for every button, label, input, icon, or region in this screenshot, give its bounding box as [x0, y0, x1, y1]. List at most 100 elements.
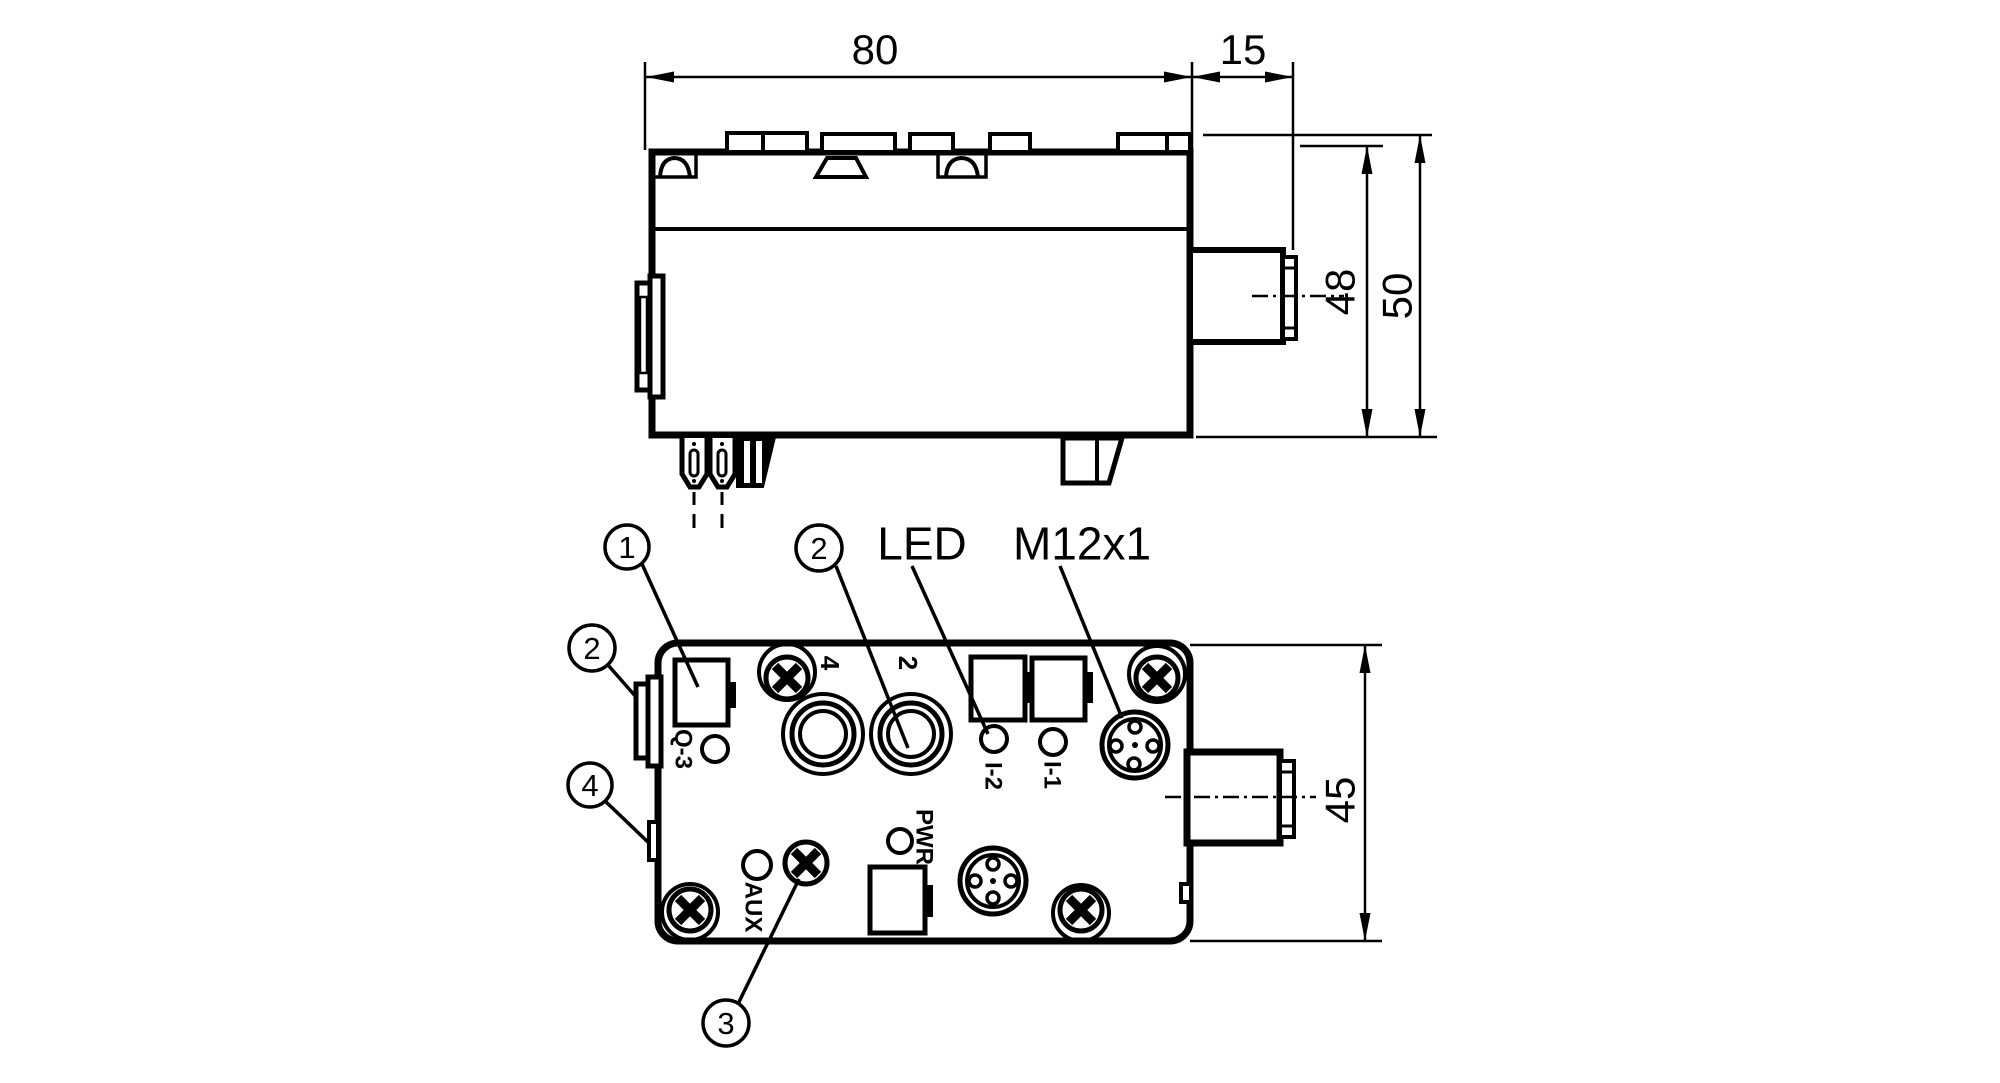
top-tab — [1165, 132, 1192, 154]
callout-1-number: 1 — [618, 530, 635, 565]
m12-side-body — [1187, 247, 1286, 345]
led-q3 — [700, 734, 730, 764]
top-tab — [820, 132, 897, 154]
side-view-top-tabs — [725, 131, 1192, 154]
callout-4-number: 4 — [581, 768, 598, 803]
top-tab — [725, 131, 765, 154]
callout-2-left-number: 2 — [583, 631, 600, 666]
port-pwr-square — [867, 864, 928, 936]
m12-socket-bottom — [957, 845, 1029, 917]
leader-callout-1 — [640, 563, 700, 688]
port-latch — [1025, 672, 1033, 703]
screw-top-right — [1133, 654, 1181, 702]
pin-dot — [720, 479, 724, 483]
plug-slot — [756, 441, 762, 483]
screw-pocket — [1051, 883, 1111, 943]
top-tab — [988, 132, 1032, 154]
leader-callout-3 — [736, 878, 801, 1005]
callout-1-circle — [603, 523, 651, 571]
dim-body-width: 80 — [852, 26, 899, 73]
label-socket-4: 4 — [815, 656, 845, 671]
edge-notch — [1179, 882, 1193, 904]
side-view-body — [648, 148, 1194, 439]
plug-pin — [679, 438, 710, 490]
plug-slot — [744, 441, 750, 483]
port-q3-square — [672, 657, 731, 728]
screw-pockets — [660, 642, 1187, 943]
leader-callout-4 — [602, 798, 652, 846]
side-view-band-details — [650, 150, 988, 179]
led-aux — [741, 849, 773, 881]
port-labels: Q-3 I-2 I-1 PWR AUX 4 2 — [670, 656, 1066, 933]
dim-connector-length: 15 — [1220, 26, 1267, 73]
top-tab — [908, 132, 955, 154]
band-pocket — [650, 150, 698, 179]
screw-pocket — [660, 882, 720, 942]
dim-total-height: 50 — [1374, 273, 1421, 320]
callout-balloons — [566, 523, 844, 1048]
plug-pin — [707, 438, 738, 490]
callout-4-circle — [566, 761, 614, 809]
bottom-foot — [1060, 435, 1126, 486]
terminal-ports — [672, 654, 1093, 936]
leader-lines — [602, 563, 1124, 1005]
screw-top-left — [763, 654, 811, 702]
label-pwr: PWR — [911, 809, 938, 865]
led-indicators — [700, 724, 1068, 881]
clip-slot — [638, 295, 649, 375]
clip-outer — [633, 681, 651, 761]
label-i2: I-2 — [980, 762, 1007, 790]
pin-slot — [716, 448, 728, 478]
callout-2-top-number: 2 — [810, 531, 827, 566]
leader-m12x1 — [1058, 565, 1124, 719]
callout-2-left-circle — [567, 623, 617, 673]
pin-centerlines — [692, 492, 724, 528]
callout-2-top-circle — [794, 523, 844, 573]
callout-3-circle — [701, 998, 751, 1048]
leader-callout-2-left — [606, 663, 639, 700]
side-view-bottom-pins — [679, 435, 1126, 528]
screw-bottom-left — [666, 886, 714, 934]
front-left-clip — [633, 674, 664, 862]
dim-body-height: 48 — [1317, 269, 1364, 316]
port-latch — [925, 885, 933, 917]
front-view: Q-3 I-2 I-1 PWR AUX 4 2 — [633, 639, 1316, 945]
dimension-arrowheads — [646, 71, 1426, 437]
callouts: 1 2 2 4 3 LED M12x1 — [566, 518, 1151, 1048]
top-tab — [1116, 132, 1169, 154]
callout-3-number: 3 — [717, 1006, 734, 1041]
front-view-dimension: 45 — [1190, 643, 1382, 943]
side-view-m12-connector — [1187, 247, 1344, 345]
m12-socket-top — [1099, 709, 1171, 781]
pin-dot — [692, 479, 696, 483]
callout-numbers: 1 2 2 4 3 — [581, 530, 827, 1041]
label-i1: I-1 — [1039, 761, 1066, 789]
port-latch — [1085, 672, 1093, 703]
screw-bottom-right — [1057, 886, 1105, 934]
port-i1-square — [1029, 655, 1088, 723]
socket-4 — [781, 692, 865, 776]
band-dome — [944, 155, 980, 178]
band-trapezoid — [812, 156, 870, 179]
top-tab — [761, 131, 809, 154]
round-sockets — [781, 692, 953, 776]
label-aux: AUX — [740, 882, 767, 933]
led-pwr — [886, 827, 914, 855]
band-dome — [658, 155, 692, 178]
pin-dot — [720, 442, 724, 446]
leader-led — [910, 565, 990, 735]
screw-pocket — [1127, 644, 1187, 704]
label-led: LED — [877, 518, 966, 570]
front-m12-connector — [1165, 748, 1316, 904]
extension-lines — [1190, 643, 1382, 943]
side-view-dimensions: 80 15 48 50 — [643, 26, 1437, 439]
pin-slot — [688, 448, 700, 478]
dimension-arrowheads — [1359, 645, 1371, 941]
m12-side-collar — [1281, 255, 1298, 341]
pin-dot — [692, 442, 696, 446]
band-pocket — [936, 150, 988, 179]
label-socket-2: 2 — [893, 656, 923, 670]
clip-lower-tab — [647, 820, 660, 862]
